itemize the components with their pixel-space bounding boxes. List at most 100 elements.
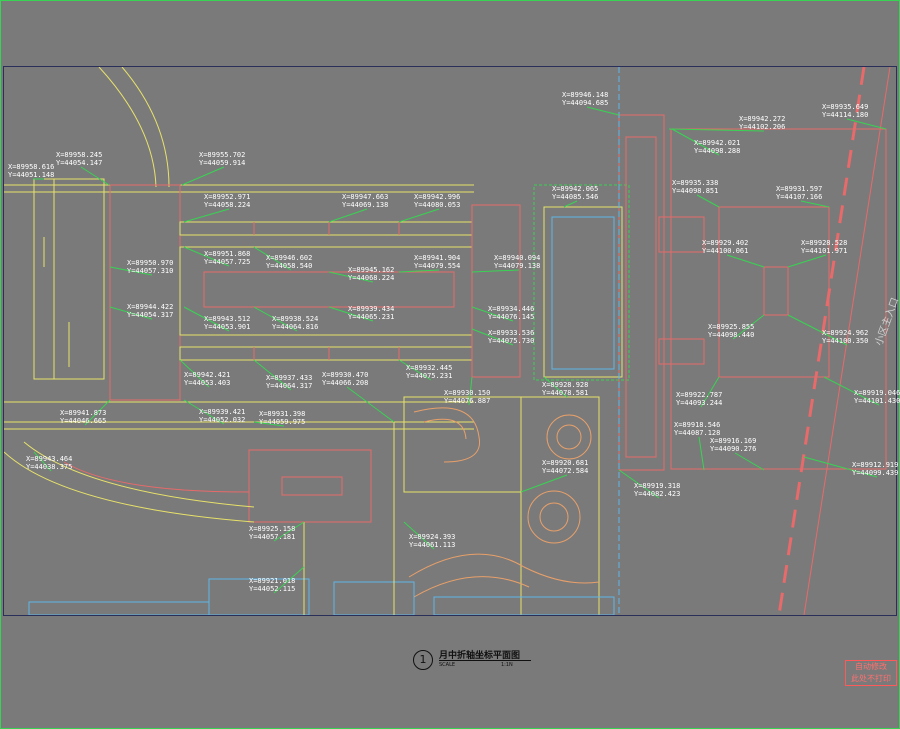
coordinate-label: X=89941.873 Y=44046.665 bbox=[60, 409, 107, 425]
path-lower-left-3 bbox=[63, 461, 250, 493]
leader-line bbox=[586, 106, 620, 116]
arc-path-outer bbox=[98, 67, 157, 188]
pavilion-left bbox=[471, 204, 521, 378]
stamp-box: 自动修改 此处不打印 bbox=[845, 660, 897, 686]
path-lower-left-1 bbox=[4, 451, 255, 523]
plaza bbox=[248, 449, 372, 523]
leader-line bbox=[183, 306, 230, 332]
coordinate-label: X=89946.602 Y=44058.540 bbox=[266, 254, 313, 270]
coordinate-label: X=89929.402 Y=44100.061 bbox=[702, 239, 749, 255]
coordinate-label: X=89924.962 Y=44100.350 bbox=[822, 329, 869, 345]
left-red-block bbox=[109, 184, 181, 401]
leader-line bbox=[671, 128, 720, 156]
coordinate-label: X=89912.919 Y=44099.439 bbox=[852, 461, 899, 477]
left-inner-block bbox=[53, 178, 105, 380]
coordinate-label: X=89941.904 Y=44079.554 bbox=[414, 254, 461, 270]
coordinate-label: X=89955.702 Y=44059.914 bbox=[199, 151, 246, 167]
coordinate-label: X=89937.433 Y=44064.317 bbox=[266, 374, 313, 390]
leader-line bbox=[846, 118, 887, 130]
coordinate-label: X=89939.434 Y=44065.231 bbox=[348, 305, 395, 321]
steps-south bbox=[658, 338, 705, 365]
east-strip-inner bbox=[625, 136, 657, 458]
leader-line bbox=[328, 208, 368, 223]
coordinate-label: X=89932.445 Y=44075.231 bbox=[406, 364, 453, 380]
coordinate-label: X=89933.536 Y=44075.730 bbox=[488, 329, 535, 345]
leader-line bbox=[800, 200, 830, 208]
leader-lines bbox=[33, 106, 887, 594]
swirl-path-2 bbox=[423, 418, 467, 440]
east-terrace bbox=[670, 128, 887, 470]
leader-line bbox=[618, 469, 660, 499]
leader-line bbox=[109, 266, 153, 276]
coordinate-label: X=89928.528 Y=44101.971 bbox=[801, 239, 848, 255]
leader-line bbox=[787, 314, 848, 346]
leader-line bbox=[328, 271, 374, 283]
pavilion-main bbox=[543, 206, 623, 378]
leader-line bbox=[668, 128, 765, 132]
leader-line bbox=[471, 269, 520, 273]
building-bottom-3 bbox=[333, 581, 415, 615]
coordinate-label: X=89925.158 Y=44057.181 bbox=[249, 525, 296, 541]
coordinate-label: X=89916.169 Y=44090.276 bbox=[710, 437, 757, 453]
leader-line bbox=[726, 254, 765, 268]
swirl-path-1 bbox=[413, 407, 481, 463]
leader-line bbox=[471, 306, 514, 322]
leader-line bbox=[346, 386, 395, 423]
leader-line bbox=[273, 566, 305, 594]
leader-line bbox=[253, 306, 298, 332]
coordinate-label: X=89920.681 Y=44072.584 bbox=[542, 459, 589, 475]
leader-line bbox=[253, 421, 285, 427]
swirl-3 bbox=[539, 502, 569, 532]
coordinate-label: X=89946.148 Y=44094.685 bbox=[562, 91, 609, 107]
coordinate-label: X=89942.421 Y=44053.403 bbox=[184, 371, 231, 387]
coordinate-label: X=89945.162 Y=44068.224 bbox=[348, 266, 395, 282]
scale-value: 1:1N bbox=[501, 662, 513, 668]
leader-line bbox=[84, 399, 111, 426]
leader-line bbox=[700, 376, 720, 408]
swirl-2 bbox=[546, 414, 592, 460]
leader-line bbox=[563, 200, 578, 208]
leader-line bbox=[732, 314, 765, 340]
coordinate-label: X=89944.422 Y=44054.317 bbox=[127, 303, 174, 319]
leader-line bbox=[33, 451, 52, 472]
swirl-4 bbox=[527, 490, 581, 544]
coordinate-label: X=89935.338 Y=44098.851 bbox=[672, 179, 719, 195]
garden-east bbox=[520, 396, 600, 615]
leader-line bbox=[80, 166, 110, 186]
coordinate-label: X=89943.464 Y=44038.375 bbox=[26, 455, 73, 471]
title-underline bbox=[439, 660, 531, 661]
leader-line bbox=[109, 306, 153, 320]
swirl-path-4 bbox=[413, 576, 530, 598]
linework bbox=[4, 67, 891, 615]
leader-line bbox=[398, 359, 432, 381]
road-edge bbox=[777, 67, 866, 615]
coordinate-label: X=89947.663 Y=44069.138 bbox=[342, 193, 389, 209]
building-bottom-2 bbox=[208, 578, 310, 615]
leader-line bbox=[543, 376, 568, 398]
coordinate-label: X=89942.996 Y=44080.053 bbox=[414, 193, 461, 209]
pergola-bottom bbox=[179, 346, 473, 361]
leader-line bbox=[398, 269, 440, 273]
leader-line bbox=[823, 376, 880, 406]
coordinate-label: X=89950.970 Y=44057.310 bbox=[127, 259, 174, 275]
leader-line bbox=[183, 208, 230, 223]
coordinate-label: X=89935.649 Y=44114.180 bbox=[822, 103, 869, 119]
leader-line bbox=[253, 246, 292, 271]
leader-line bbox=[183, 399, 225, 425]
leader-line bbox=[520, 474, 568, 493]
coordinate-label: X=89942.021 Y=44098.288 bbox=[694, 139, 741, 155]
coordinate-label: X=89931.597 Y=44107.166 bbox=[776, 185, 823, 201]
coordinate-label: X=89931.398 Y=44059.975 bbox=[259, 410, 306, 426]
leader-line bbox=[803, 456, 878, 478]
leader-line bbox=[398, 208, 440, 223]
leader-line bbox=[273, 521, 305, 542]
leader-line bbox=[179, 359, 210, 388]
leader-line bbox=[468, 376, 473, 406]
coordinate-label: X=89942.272 Y=44102.206 bbox=[739, 115, 786, 131]
coordinate-label: X=89939.421 Y=44052.032 bbox=[199, 408, 246, 424]
coordinate-label: X=89938.524 Y=44064.816 bbox=[272, 315, 319, 331]
coordinate-label: X=89928.928 Y=44078.581 bbox=[542, 381, 589, 397]
coordinate-label: X=89952.971 Y=44058.224 bbox=[204, 193, 251, 209]
coordinate-label: X=89930.470 Y=44066.208 bbox=[322, 371, 369, 387]
